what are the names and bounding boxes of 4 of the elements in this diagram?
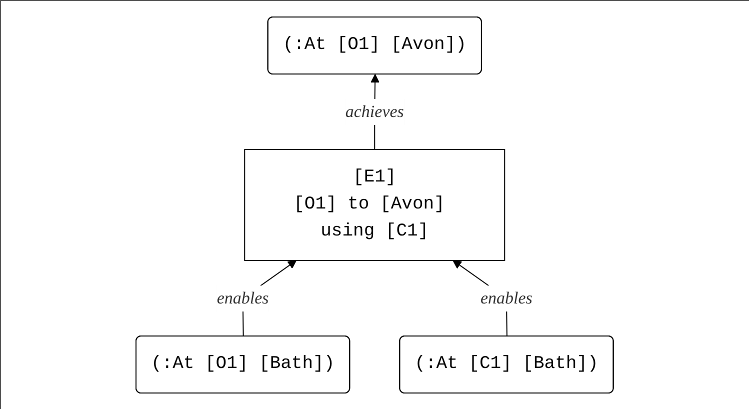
node-box: [E1] [O1] to [Avon] using [C1] bbox=[244, 149, 506, 261]
edge-label: achieves bbox=[346, 102, 404, 121]
edge-label: enables bbox=[480, 288, 533, 308]
edge-label: enables bbox=[217, 288, 270, 308]
